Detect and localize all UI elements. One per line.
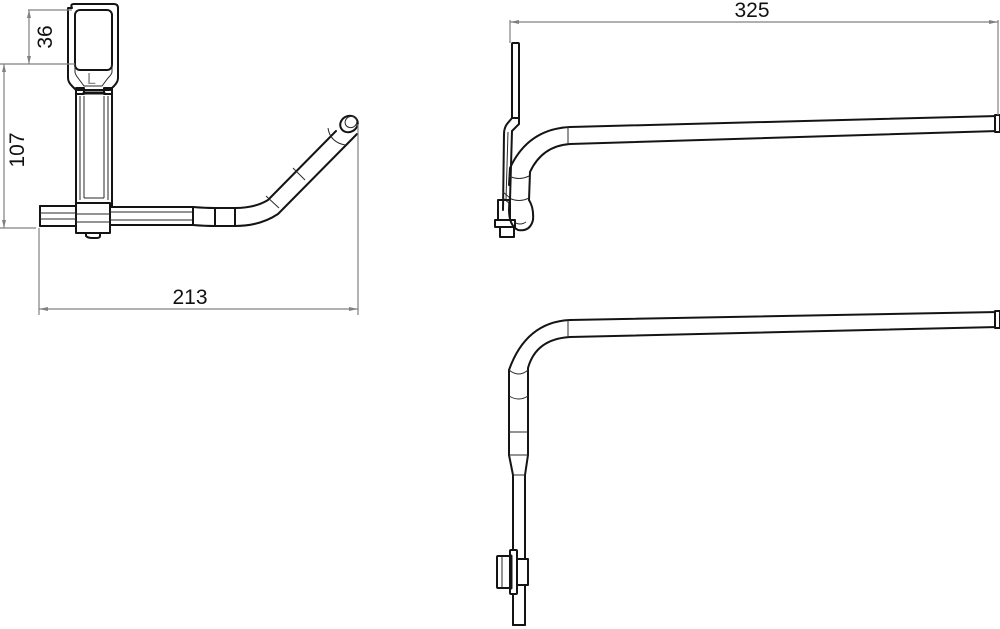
side-view-dimensions: 325 [509, 0, 999, 115]
front-view: L [39, 3, 359, 239]
top-view [496, 310, 1000, 626]
plate-marker-label: L [87, 71, 96, 88]
dimension-plate-height: 36 [34, 25, 57, 48]
dimension-side-length: 325 [734, 0, 769, 22]
dimension-front-width: 213 [172, 286, 207, 309]
dimension-overall-height: 107 [6, 132, 29, 167]
front-view-dimensions: 36 107 213 [0, 9, 359, 315]
side-view [494, 42, 1000, 238]
